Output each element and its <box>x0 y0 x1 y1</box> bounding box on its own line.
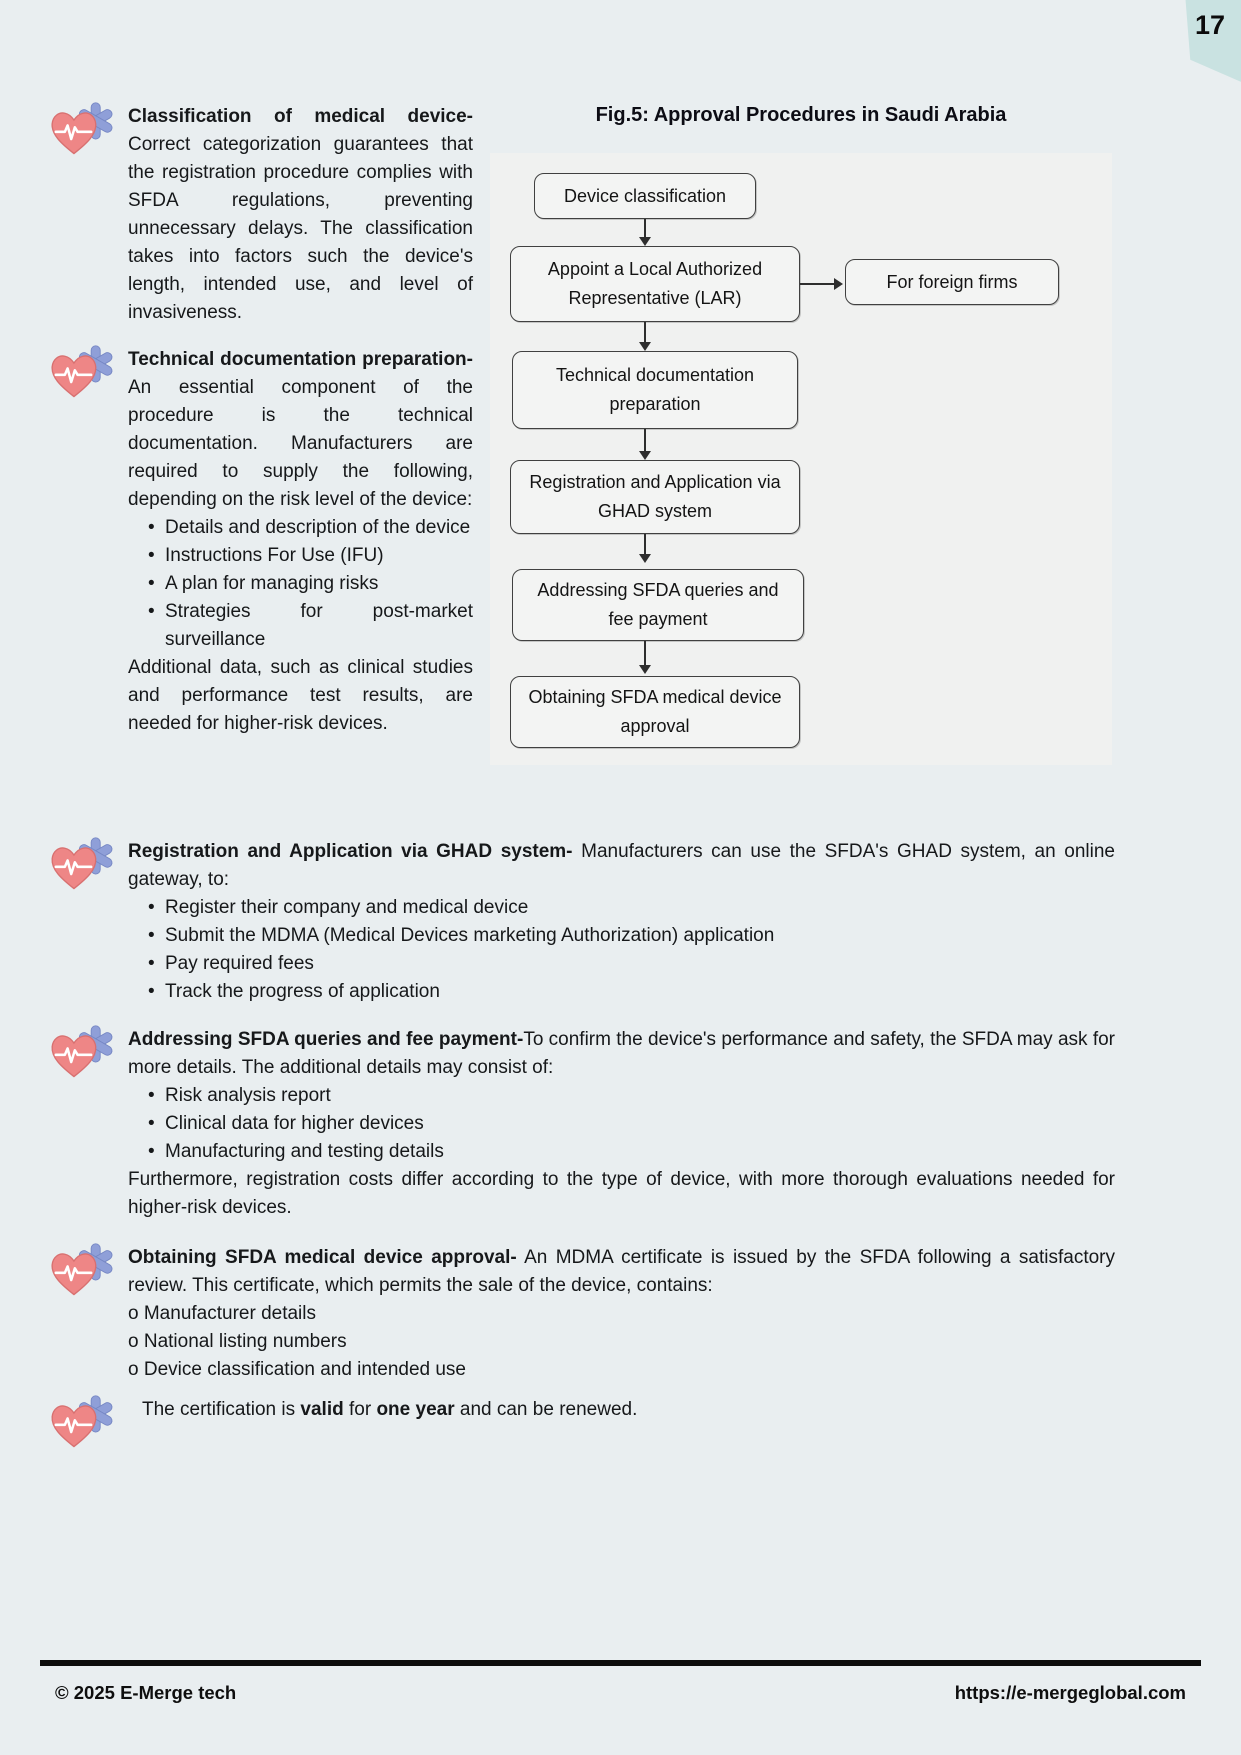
flow-box-device-classification: Device classification <box>534 173 756 219</box>
section-heading: Technical documentation preparation- <box>128 349 473 370</box>
footer-divider <box>40 1660 1201 1666</box>
flowchart: Device classification Appoint a Local Au… <box>490 153 1112 765</box>
heart-ecg-icon <box>50 1394 115 1448</box>
paragraph: Registration and Application via GHAD sy… <box>128 838 1115 894</box>
flow-box-registration-ghad: Registration and Application via GHAD sy… <box>510 460 800 534</box>
note-text: The certification is valid for one year … <box>128 1396 1115 1457</box>
paragraph: Classification of medical device- Correc… <box>128 103 473 327</box>
paragraph: Additional data, such as clinical studie… <box>128 657 473 734</box>
section-text: Addressing SFDA queries and fee payment-… <box>128 1026 1115 1222</box>
bullet-item: A plan for managing risks <box>148 570 473 598</box>
icon-column <box>48 836 128 1006</box>
icon-column <box>48 1242 128 1384</box>
flow-box-sfda-queries: Addressing SFDA queries and fee payment <box>512 569 804 641</box>
section-validity-note: The certification is valid for one year … <box>48 1394 1115 1457</box>
bullet-item: Manufacturing and testing details <box>148 1138 1115 1166</box>
flow-arrow-down-icon <box>644 641 646 666</box>
flow-arrow-down-icon <box>644 429 646 453</box>
section-heading: Registration and Application via GHAD sy… <box>128 841 573 862</box>
heart-ecg-icon <box>50 836 115 890</box>
certificate-item: Device classification and intended use <box>128 1356 1115 1384</box>
section-sfda-queries: Addressing SFDA queries and fee payment-… <box>48 1024 1115 1222</box>
paragraph: Addressing SFDA queries and fee payment-… <box>128 1026 1115 1082</box>
section-heading: Addressing SFDA queries and fee payment- <box>128 1029 524 1050</box>
page-number-banner: 17 <box>1185 0 1241 82</box>
flow-box-foreign-firms: For foreign firms <box>845 259 1059 305</box>
certificate-item: National listing numbers <box>128 1328 1115 1356</box>
paragraph: Obtaining SFDA medical device approval- … <box>128 1244 1115 1300</box>
bullet-item: Track the progress of application <box>148 978 1115 1006</box>
note-part: The certification is <box>142 1399 301 1420</box>
icon-column <box>48 1394 128 1457</box>
flow-arrow-right-icon <box>800 283 835 285</box>
flow-arrow-down-icon <box>644 322 646 344</box>
flow-box-appoint-lar: Appoint a Local Authorized Representativ… <box>510 246 800 322</box>
section-technical-documentation: Technical documentation preparation- An … <box>48 344 473 738</box>
heart-ecg-icon <box>50 101 115 155</box>
section-body: An MDMA certificate is issued by the SFD… <box>128 1247 1115 1296</box>
footer: © 2025 E-Merge tech https://e-mergegloba… <box>40 1682 1201 1704</box>
bullet-item: Instructions For Use (IFU) <box>148 542 473 570</box>
note-part-bold: one year <box>376 1399 455 1420</box>
section-obtaining-approval: Obtaining SFDA medical device approval- … <box>48 1242 1115 1384</box>
flow-arrowhead-icon <box>639 342 651 351</box>
flow-box-technical-documentation: Technical documentation preparation <box>512 351 798 429</box>
section-classification: Classification of medical device- Correc… <box>48 101 473 327</box>
flow-arrowhead-icon <box>639 554 651 563</box>
flow-box-sfda-approval: Obtaining SFDA medical device approval <box>510 676 800 748</box>
note-part: and can be renewed. <box>454 1399 638 1420</box>
bullet-item: Pay required fees <box>148 950 1115 978</box>
icon-column <box>48 344 128 738</box>
paragraph: Technical documentation preparation- An … <box>128 346 473 514</box>
section-heading: Classification of medical device- <box>128 106 473 127</box>
section-body: Correct categorization guarantees that t… <box>128 134 473 323</box>
icon-column <box>48 101 128 327</box>
section-registration-ghad: Registration and Application via GHAD sy… <box>48 836 1115 1006</box>
page-number: 17 <box>1194 10 1225 40</box>
bullet-list: Register their company and medical devic… <box>128 894 1115 1006</box>
heart-ecg-icon <box>50 1024 115 1078</box>
bullet-list: Risk analysis report Clinical data for h… <box>128 1082 1115 1166</box>
flow-arrowhead-icon <box>639 665 651 674</box>
flow-arrow-down-icon <box>644 534 646 556</box>
certificate-item: Manufacturer details <box>128 1300 1115 1328</box>
section-text: Obtaining SFDA medical device approval- … <box>128 1244 1115 1384</box>
section-text: Registration and Application via GHAD sy… <box>128 838 1115 1006</box>
flow-arrowhead-icon <box>639 237 651 246</box>
flow-arrow-down-icon <box>644 219 646 239</box>
bullet-item: Strategies for post-market surveillance <box>148 598 473 654</box>
section-body: Manufacturers can use the SFDA's GHAD sy… <box>128 841 1116 890</box>
bullet-list: Details and description of the device In… <box>128 514 473 654</box>
section-heading: Obtaining SFDA medical device approval- <box>128 1247 517 1268</box>
flow-arrowhead-icon <box>834 278 843 290</box>
flow-arrowhead-icon <box>639 451 651 460</box>
icon-column <box>48 1024 128 1222</box>
note-part-bold: valid <box>300 1399 344 1420</box>
section-body: To confirm the device's performance and … <box>128 1029 1115 1078</box>
bullet-item: Submit the MDMA (Medical Devices marketi… <box>148 922 1115 950</box>
section-text: Technical documentation preparation- An … <box>128 346 473 738</box>
paragraph: Furthermore, registration costs differ a… <box>128 1169 1115 1218</box>
heart-ecg-icon <box>50 1242 115 1296</box>
bullet-item: Register their company and medical devic… <box>148 894 1115 922</box>
note-part: for <box>343 1399 377 1420</box>
footer-copyright: © 2025 E-Merge tech <box>55 1682 237 1703</box>
section-body: An essential component of the procedure … <box>128 377 473 510</box>
figure-title: Fig.5: Approval Procedures in Saudi Arab… <box>595 104 1007 126</box>
section-text: Classification of medical device- Correc… <box>128 103 473 327</box>
bullet-item: Risk analysis report <box>148 1082 1115 1110</box>
figure-approval-procedures: Fig.5: Approval Procedures in Saudi Arab… <box>490 100 1112 765</box>
bullet-item: Clinical data for higher devices <box>148 1110 1115 1138</box>
footer-url: https://e-mergeglobal.com <box>954 1682 1186 1703</box>
bullet-item: Details and description of the device <box>148 514 473 542</box>
heart-ecg-icon <box>50 344 115 398</box>
certificate-items: Manufacturer details National listing nu… <box>128 1300 1115 1384</box>
